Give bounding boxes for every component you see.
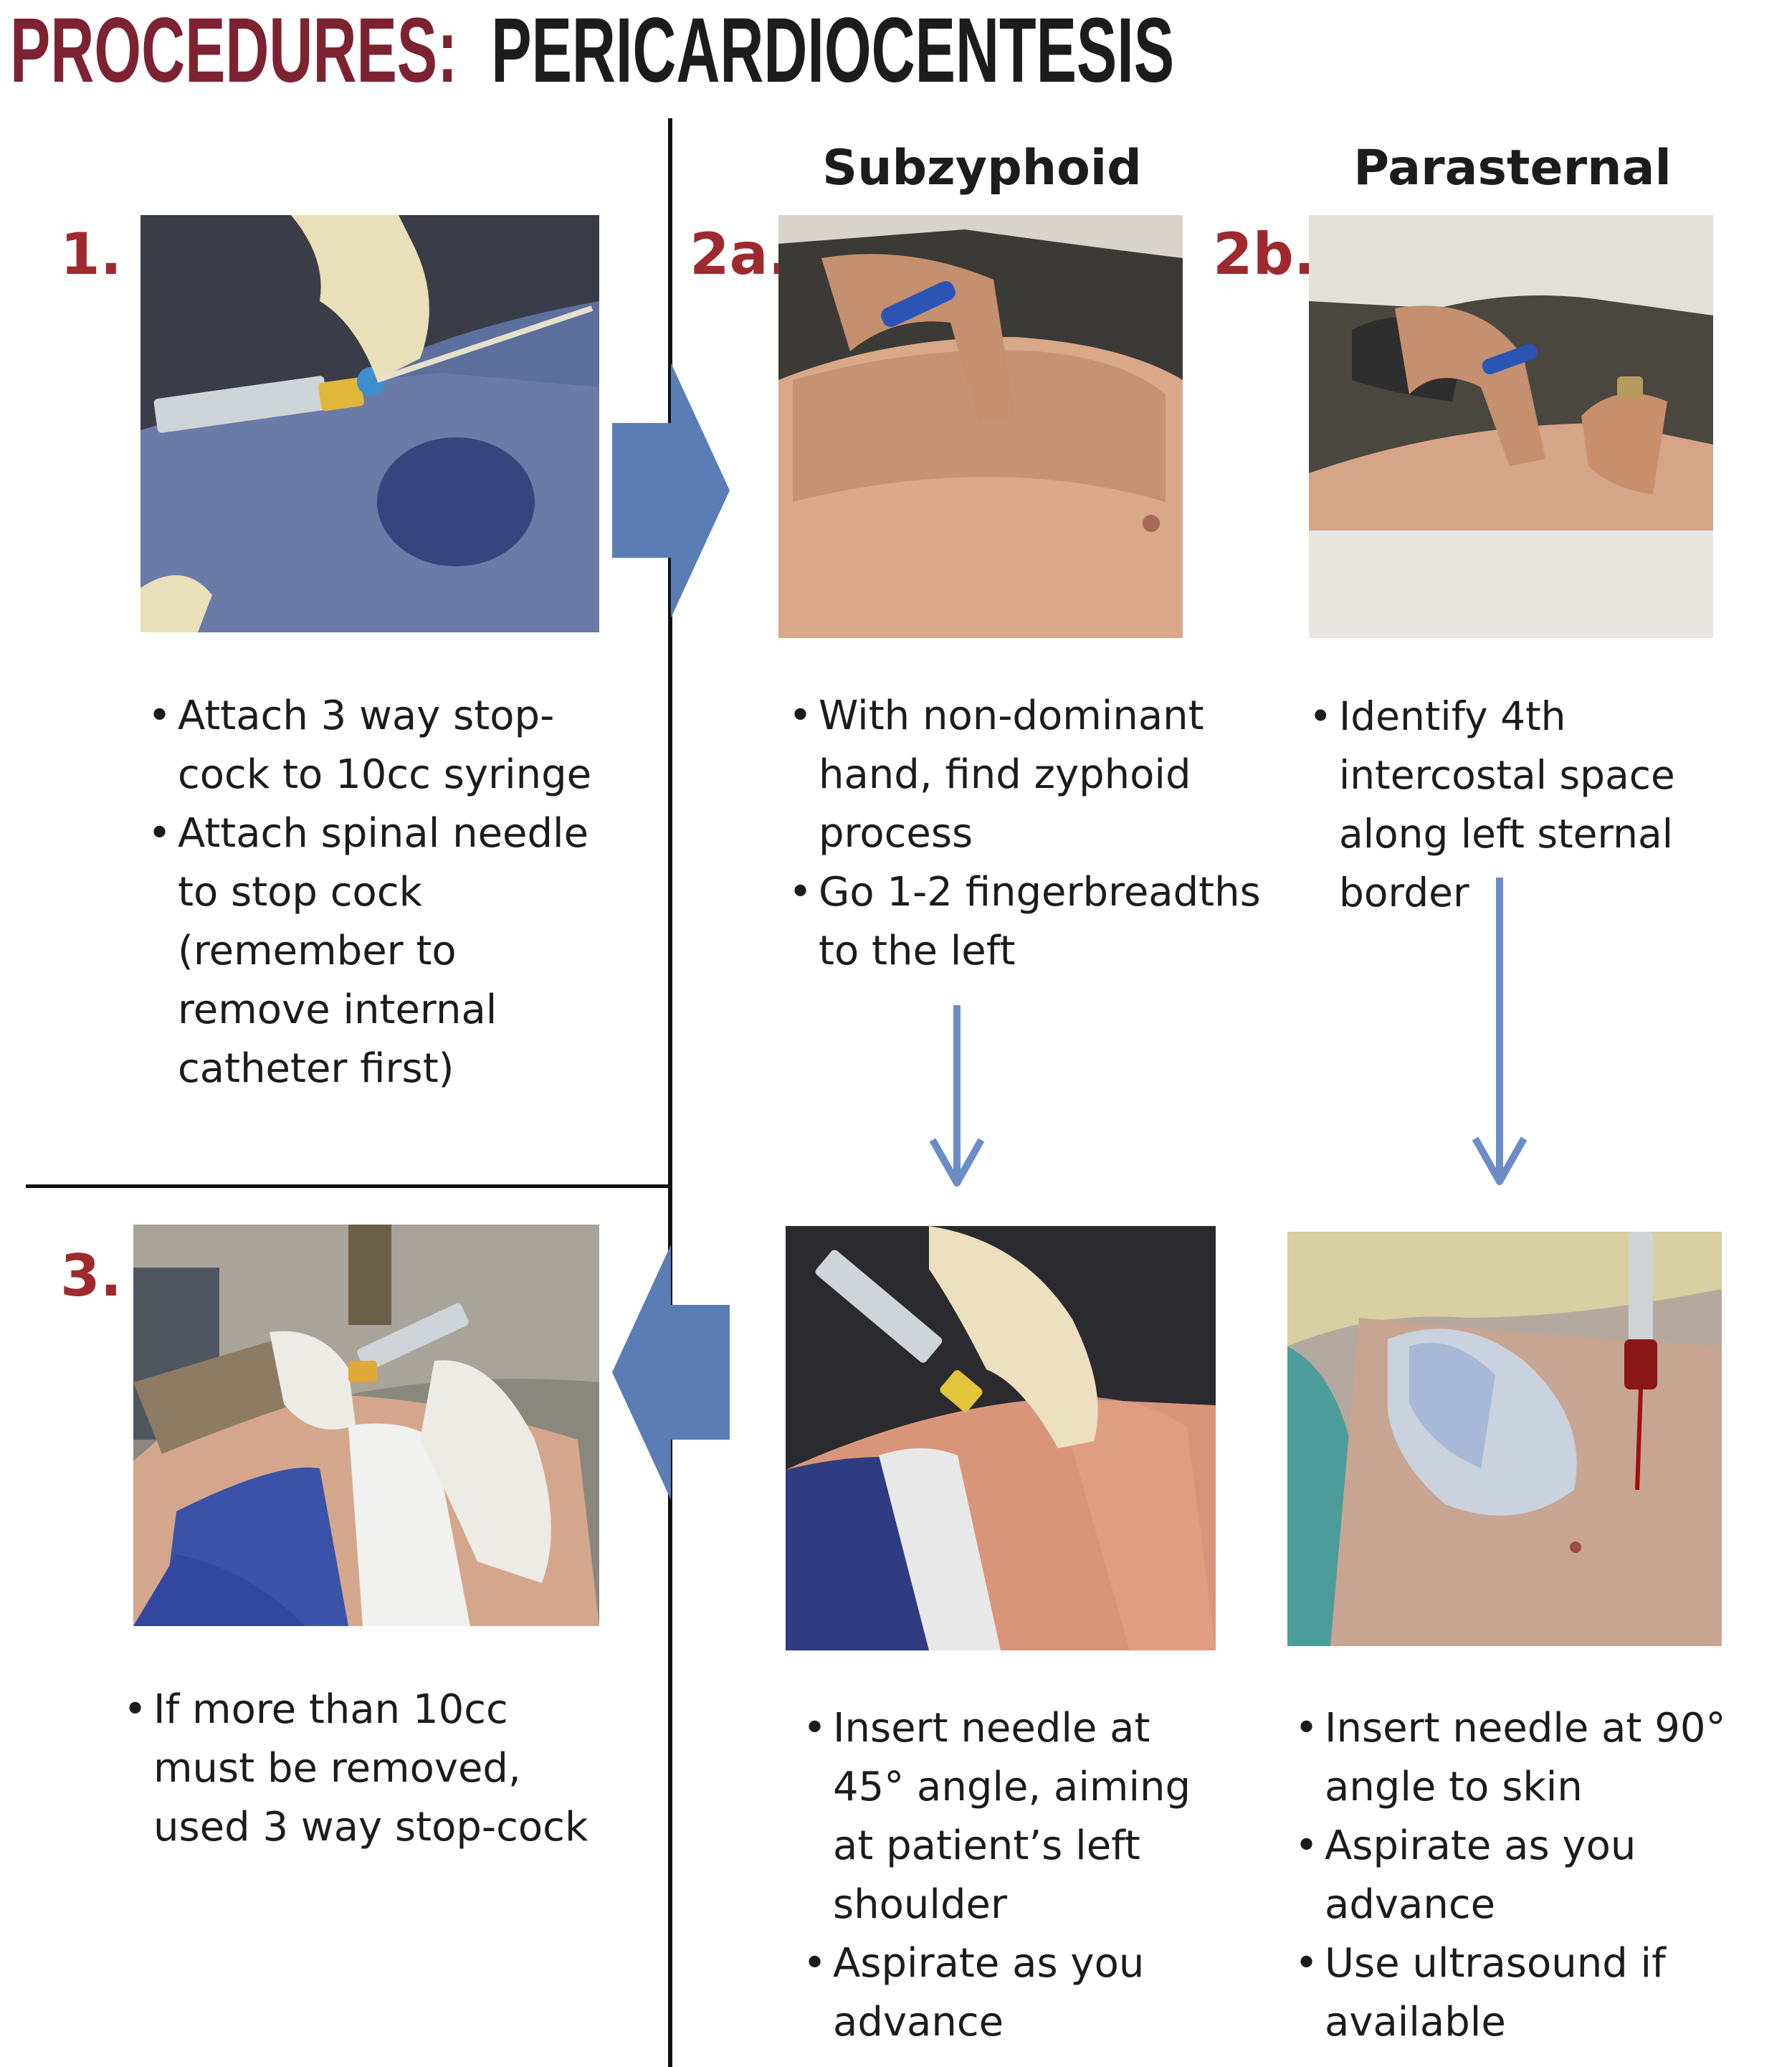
column-heading-subxiphoid: Subzyphoid: [822, 140, 1142, 196]
step-label-3: 3.: [60, 1242, 123, 1309]
list-item: Insert needle at 90° angle to skin: [1295, 1699, 1739, 1817]
title-prefix: PROCEDURES:: [10, 0, 458, 102]
arrow-down-icon: [1472, 878, 1528, 1185]
arrow-left-icon: [612, 1245, 730, 1500]
step-2b-instructions: Identify 4th intercostal space along lef…: [1309, 687, 1782, 922]
list-item: Go 1-2 fingerbreadths to the left: [788, 863, 1262, 981]
page-title: PROCEDURES: PERICARDIOCENTESIS: [10, 4, 1174, 98]
horizontal-divider: [26, 1184, 671, 1188]
step-2a-instructions: With non-dominant hand, find zyphoid pro…: [788, 687, 1262, 981]
list-item: Insert needle at 45° angle, aiming at pa…: [803, 1699, 1204, 1934]
step-label-2b: 2b.: [1213, 221, 1316, 288]
list-item: With non-dominant hand, find zyphoid pro…: [788, 687, 1262, 863]
list-item: Identify 4th intercostal space along lef…: [1309, 687, 1782, 922]
photo-aspiration-stopcock: [133, 1225, 599, 1626]
list-item: If more than 10cc must be removed, used …: [123, 1681, 596, 1857]
list-item: Aspirate as you advance: [1295, 1817, 1739, 1934]
photo-subxiphoid-needle-insertion: [786, 1226, 1216, 1650]
photo-parasternal-needle-insertion: [1287, 1232, 1722, 1646]
step-label-1: 1.: [60, 221, 123, 288]
vertical-divider: [668, 118, 672, 2067]
list-item: Aspirate as you advance: [803, 1934, 1204, 2052]
arrow-down-icon: [929, 1005, 985, 1187]
step-2b-insertion-instructions: Insert needle at 90° angle to skin Aspir…: [1295, 1699, 1739, 2052]
column-heading-parasternal: Parasternal: [1353, 140, 1672, 196]
step-1-instructions: Attach 3 way stop-cock to 10cc syringe A…: [148, 687, 606, 1098]
title-main: PERICARDIOCENTESIS: [491, 0, 1175, 102]
photo-parasternal-landmark: [1309, 215, 1713, 638]
step-2a-insertion-instructions: Insert needle at 45° angle, aiming at pa…: [803, 1699, 1204, 2052]
photo-subxiphoid-landmark: [778, 215, 1183, 638]
step-label-2a: 2a.: [690, 221, 791, 288]
step-3-instructions: If more than 10cc must be removed, used …: [123, 1681, 596, 1857]
arrow-right-icon: [612, 363, 730, 618]
list-item: Attach spinal needle to stop cock (remem…: [148, 804, 606, 1098]
list-item: Use ultrasound if available: [1295, 1934, 1739, 2052]
photo-syringe-stopcock: [140, 215, 599, 632]
list-item: Attach 3 way stop-cock to 10cc syringe: [148, 687, 606, 804]
